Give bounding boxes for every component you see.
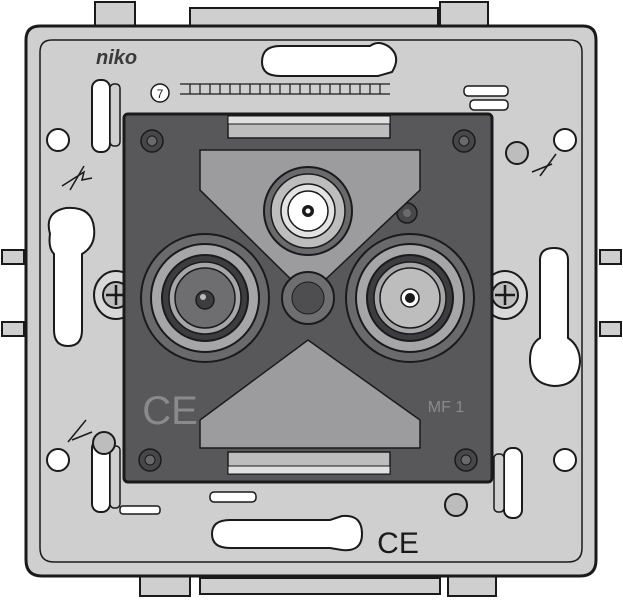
claw-slot-bottom-right-outer [503,447,523,519]
top-keyhole-slot [260,42,398,77]
plate-number-circle [150,83,170,103]
front-ce-mark: CE [142,389,198,433]
plate-ce-mark: CE [377,527,419,560]
top-right-tab [439,1,489,27]
module-corner-screw [452,129,476,153]
module-corner-screw [138,448,162,472]
claw-slot-top-right-b [469,99,509,111]
top-left-tab [94,1,136,27]
cover-bottom-triangle [199,339,421,449]
claw-slot-top-right-a [463,85,509,97]
coax-socket-icon [263,166,353,256]
bottom-keyhole-slot [210,514,364,552]
corner-hole-bottom-left [46,448,70,472]
module-small-screw-center [403,209,411,217]
center-blind-hole-inner [291,281,325,315]
right-keyhole-slot [528,246,582,388]
model-code: MF 1 [428,399,465,416]
module-top-clip-highlight [227,115,391,125]
left-keyhole-slot [47,206,96,348]
bottom-slot-b [119,505,161,515]
right-tab-lower [599,321,622,337]
plate-screw-bottom-left [92,431,116,455]
bottom-slot-a [209,491,257,503]
claw-slot-top-left-inner [109,83,121,147]
corner-hole-top-right [553,128,577,152]
left-tab-lower [1,321,25,337]
corner-hole-bottom-right [553,448,577,472]
bottom-center-tab [199,577,441,595]
top-center-tab [189,7,439,27]
tv-socket-icon [140,233,270,363]
screwdriver-icon [67,419,93,443]
left-tab-upper [1,249,25,265]
corner-hole-top-left [46,128,70,152]
plate-inner-rim [39,39,583,563]
module-bottom-clip-highlight [227,465,391,475]
brand-logo: niko [96,47,137,69]
claw-slot-bottom-left-inner [109,445,121,509]
screwdriver-icon [531,153,557,177]
socket-module: CE MF 1 [122,112,494,484]
rib-strip-top [180,83,390,95]
claw-slot-bottom-right-inner [493,453,505,513]
right-tab-upper [599,249,622,265]
claw-slot-top-left-outer [91,79,111,153]
module-corner-screw [140,129,164,153]
plate-screw-bottom-right [444,493,468,517]
module-corner-screw [454,448,478,472]
satellite-socket-icon [345,233,475,363]
plate-screw-top-right [505,141,529,165]
screwdriver-icon [61,165,93,191]
plate-number: 7 [157,87,164,101]
